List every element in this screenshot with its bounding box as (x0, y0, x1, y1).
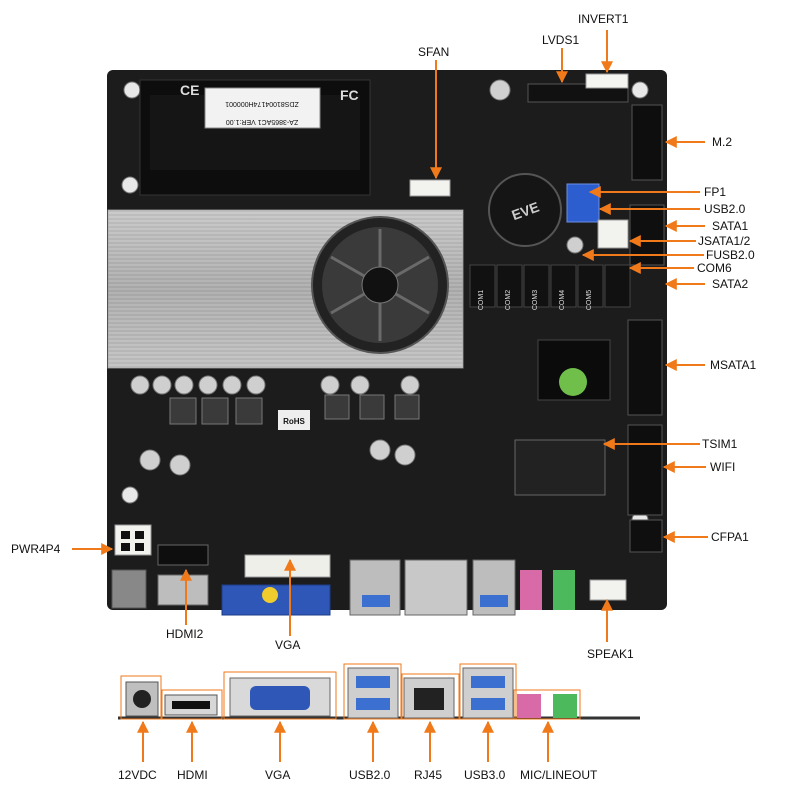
label-sfan: SFAN (418, 45, 450, 59)
label-invert1: INVERT1 (578, 12, 629, 26)
label-hdmi2: HDMI2 (166, 627, 204, 641)
label-cfpa1: CFPA1 (711, 530, 749, 544)
capacitors (130, 79, 584, 476)
label-usb20-right: USB2.0 (704, 202, 746, 216)
leader-lines (72, 30, 708, 762)
rohs-text: RoHS (283, 417, 305, 426)
fcc-mark: FC (340, 87, 359, 103)
label-io-usb20: USB2.0 (349, 768, 391, 782)
label-tsim1: TSIM1 (702, 437, 738, 451)
label-sata2: SATA2 (712, 277, 749, 291)
label-sata1: SATA1 (712, 219, 749, 233)
board-io-row (111, 524, 627, 616)
wifi-slot (627, 424, 663, 516)
invert-connector (585, 73, 629, 89)
label-m2: M.2 (712, 135, 733, 149)
com5-label: COM5 (586, 290, 593, 310)
ram-sticker-line-2: ZA-3865AC1 VER:1.00 (226, 118, 298, 125)
sfan-connector (409, 179, 451, 197)
qc-sticker (559, 368, 587, 396)
label-fp1: FP1 (704, 185, 727, 199)
label-pwr4p4: PWR4P4 (11, 542, 61, 556)
ce-mark: CE (180, 82, 199, 98)
com4-label: COM4 (559, 290, 566, 310)
label-io-12vdc: 12VDC (118, 768, 157, 782)
ram-sticker-line-1: ZDS81004174H000001 (225, 100, 299, 107)
label-speak1: SPEAK1 (587, 647, 634, 661)
com2-label: COM2 (505, 290, 512, 310)
msata-slot (627, 319, 663, 416)
label-io-rj45: RJ45 (414, 768, 443, 782)
rohs-badge (278, 410, 310, 430)
label-vga-top: VGA (275, 638, 301, 652)
label-io-hdmi: HDMI (177, 768, 208, 782)
rear-io-panel (118, 667, 640, 720)
sim-slot (514, 439, 606, 496)
label-msata1: MSATA1 (710, 358, 757, 372)
sodimm-slot: ZDS81004174H000001 ZA-3865AC1 VER:1.00 C… (139, 79, 371, 196)
label-io-vga: VGA (265, 768, 291, 782)
label-fusb20: FUSB2.0 (706, 248, 755, 262)
label-jsata12: JSATA1/2 (698, 234, 751, 248)
m2-slot (631, 104, 663, 181)
label-lvds1: LVDS1 (542, 33, 580, 47)
inductors (169, 394, 420, 425)
cfpa-header (629, 519, 663, 553)
label-io-usb30: USB3.0 (464, 768, 506, 782)
com1-label: COM1 (478, 290, 485, 310)
label-io-mic: MIC/LINEOUT (520, 768, 598, 782)
com-headers (469, 264, 631, 308)
cpu-heatsink (107, 209, 464, 369)
cmos-battery (488, 173, 562, 247)
label-wifi: WIFI (710, 460, 736, 474)
com3-label: COM3 (532, 290, 539, 310)
label-com6: COM6 (697, 261, 732, 275)
rear-io-brackets (120, 663, 581, 720)
